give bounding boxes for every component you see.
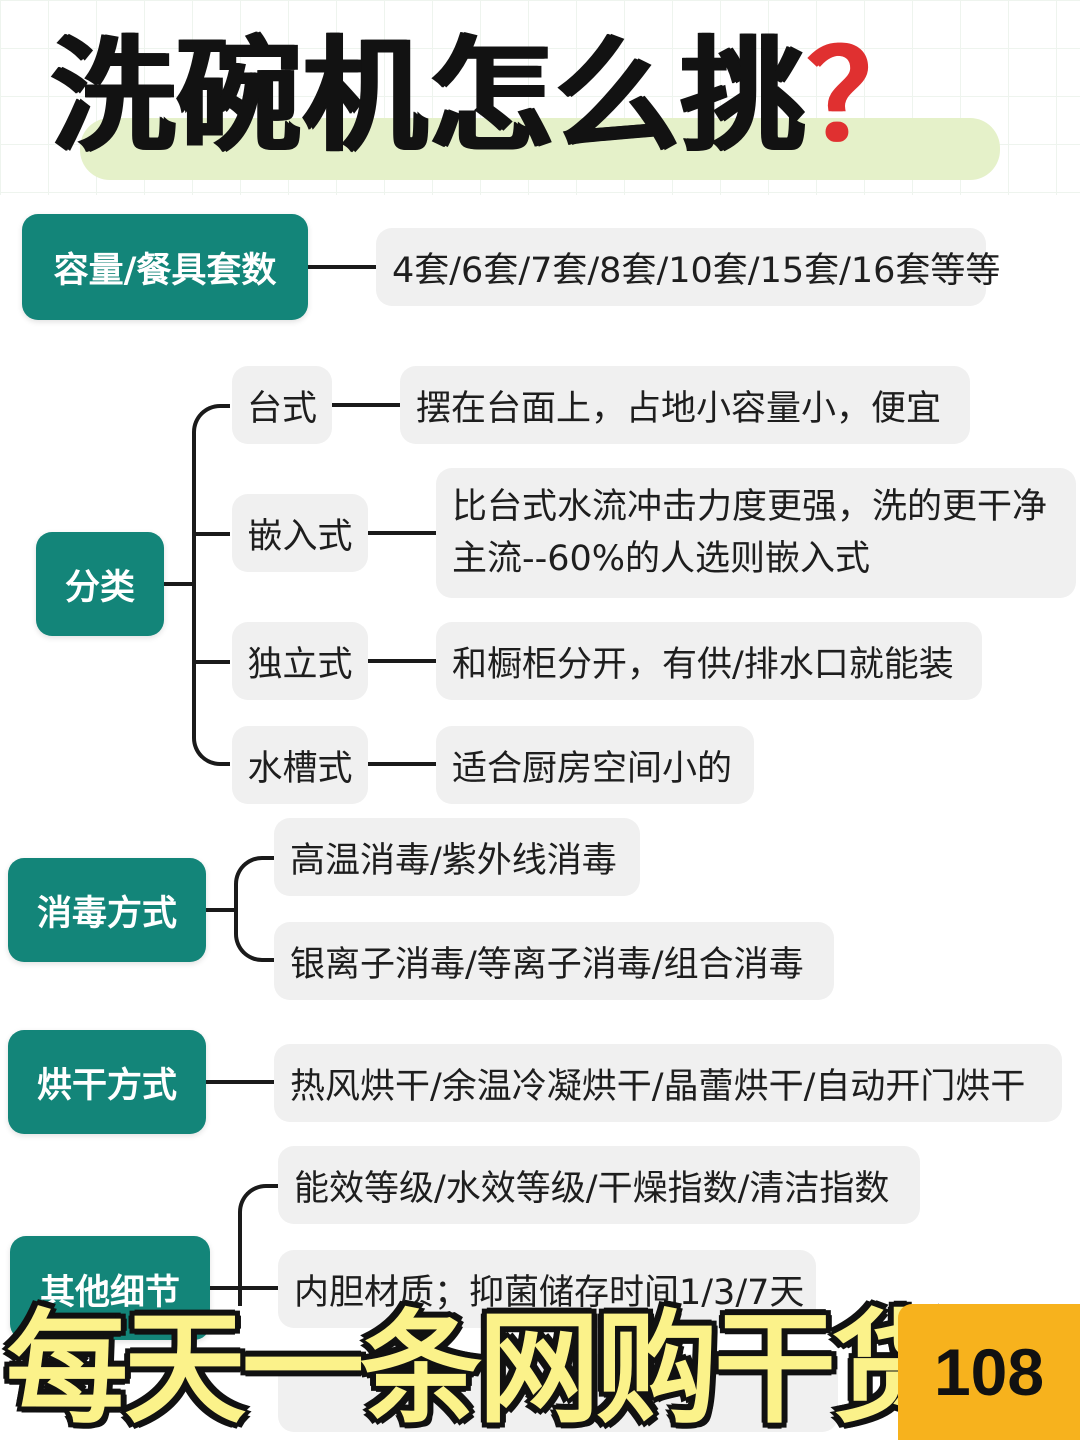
bracket-top xyxy=(192,404,230,584)
disinfection-option-1: 高温消毒/紫外线消毒 xyxy=(274,818,640,896)
page-title-text: 洗碗机怎么挑 xyxy=(50,25,807,169)
footer-banner: 每天一条网购干货 xyxy=(6,1298,954,1440)
bracket-bottom xyxy=(192,582,230,766)
type-built-in: 嵌入式 xyxy=(232,494,368,572)
category-disinfection: 消毒方式 xyxy=(8,858,206,962)
desc-built-in-line1: 比台式水流冲击力度更强，洗的更干净 xyxy=(452,487,1048,527)
connector-line xyxy=(368,531,436,535)
issue-number-badge: 108 xyxy=(898,1304,1080,1440)
other-option-2: 内胆材质；抑菌储存时间1/3/7天 xyxy=(278,1250,816,1328)
other-option-1: 能效等级/水效等级/干燥指数/清洁指数 xyxy=(278,1146,920,1224)
capacity-value: 4套/6套/7套/8套/10套/15套/16套等等 xyxy=(376,228,1000,306)
other-option-3-obscured xyxy=(278,1354,838,1432)
category-other: 其他细节 xyxy=(10,1236,210,1340)
question-mark-icon: ？ xyxy=(806,25,933,169)
connector-line xyxy=(206,1080,274,1084)
title-highlight xyxy=(80,118,1000,180)
desc-freestanding: 和橱柜分开，有供/排水口就能装 xyxy=(436,622,982,700)
connector-line xyxy=(368,659,436,663)
connector-line xyxy=(332,403,400,407)
connector-line xyxy=(194,532,230,536)
category-type: 分类 xyxy=(36,532,164,636)
type-countertop: 台式 xyxy=(232,366,332,444)
drying-options: 热风烘干/余温冷凝烘干/晶蕾烘干/自动开门烘干 xyxy=(274,1044,1062,1122)
connector-line xyxy=(210,1286,242,1290)
connector-line xyxy=(164,582,194,586)
page-title: 洗碗机怎么挑？ xyxy=(50,22,1010,172)
desc-countertop: 摆在台面上，占地小容量小，便宜 xyxy=(400,366,970,444)
bracket-top xyxy=(238,1184,278,1288)
bracket-top xyxy=(234,856,274,910)
desc-built-in-line2: 主流--60%的人选则嵌入式 xyxy=(452,539,871,579)
connector-line xyxy=(308,265,376,269)
bracket-line xyxy=(238,1286,242,1306)
connector-line xyxy=(242,1286,278,1290)
connector-line xyxy=(194,660,230,664)
bracket-bottom xyxy=(234,908,274,962)
type-sink: 水槽式 xyxy=(232,726,368,804)
desc-sink: 适合厨房空间小的 xyxy=(436,726,754,804)
connector-line xyxy=(206,908,236,912)
type-freestanding: 独立式 xyxy=(232,622,368,700)
desc-built-in: 比台式水流冲击力度更强，洗的更干净 主流--60%的人选则嵌入式 xyxy=(436,468,1076,598)
connector-line xyxy=(368,762,436,766)
category-drying: 烘干方式 xyxy=(8,1030,206,1134)
category-capacity: 容量/餐具套数 xyxy=(22,214,308,320)
disinfection-option-2: 银离子消毒/等离子消毒/组合消毒 xyxy=(274,922,834,1000)
